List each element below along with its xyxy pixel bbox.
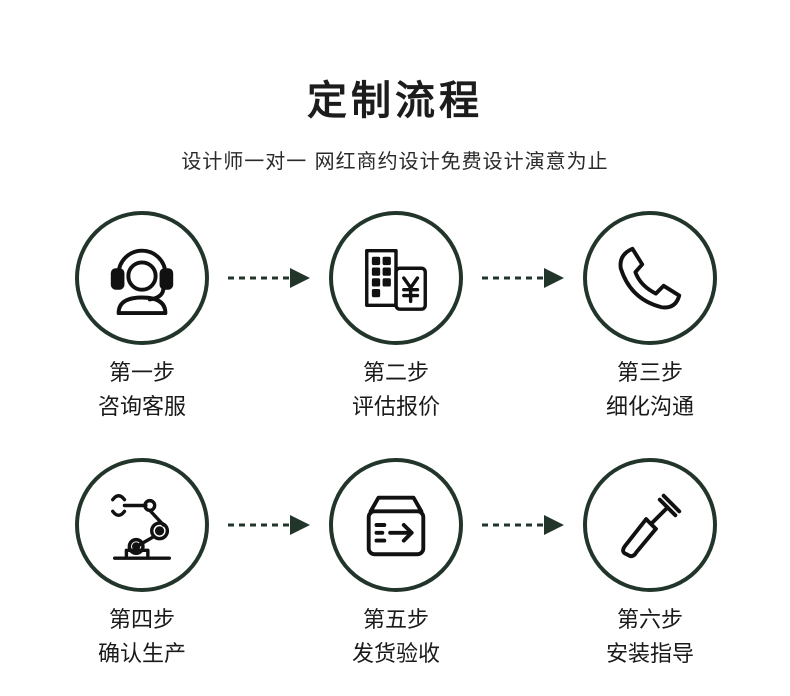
step-2-name: 评估报价: [351, 395, 440, 420]
phone-icon: [618, 246, 682, 310]
customer-service-icon: [110, 248, 174, 316]
arrow-4-icon: [482, 515, 564, 535]
step-4-name: 确认生产: [97, 642, 186, 667]
step-2: 第二步 评估报价: [316, 211, 476, 425]
step-2-label: 第二步: [362, 361, 429, 386]
step-5-label: 第五步: [362, 608, 429, 633]
step-1-name: 咨询客服: [97, 395, 186, 420]
page-title: 定制流程: [307, 78, 483, 124]
step-6: 第六步 安装指导: [570, 458, 730, 672]
page-subtitle: 设计师一对一 网红商约设计免费设计演意为止: [181, 149, 609, 173]
step-4: 第四步 确认生产: [62, 458, 222, 672]
step-1-circle: [75, 211, 209, 345]
shipping-box-icon: [366, 495, 426, 557]
step-2-circle: [329, 211, 463, 345]
arrow-3-icon: [228, 515, 310, 535]
step-6-label: 第六步: [616, 608, 683, 633]
step-5: 第五步 发货验收: [316, 458, 476, 672]
step-5-name: 发货验收: [351, 642, 440, 667]
step-5-circle: [329, 458, 463, 592]
arrow-1-icon: [228, 268, 310, 288]
step-3-name: 细化沟通: [605, 395, 694, 420]
step-6-circle: [583, 458, 717, 592]
step-3-label: 第三步: [616, 361, 683, 386]
step-3-circle: [583, 211, 717, 345]
step-4-label: 第四步: [108, 608, 175, 633]
arrow-2-icon: [482, 268, 564, 288]
screwdriver-icon: [621, 493, 682, 559]
step-1-label: 第一步: [108, 361, 175, 386]
step-6-name: 安装指导: [605, 642, 694, 667]
step-4-circle: [75, 458, 209, 592]
step-3: 第三步 细化沟通: [570, 211, 730, 425]
robot-arm-icon: [111, 494, 172, 560]
step-1: 第一步 咨询客服: [62, 211, 222, 425]
quote-building-yen-icon: [365, 248, 427, 311]
